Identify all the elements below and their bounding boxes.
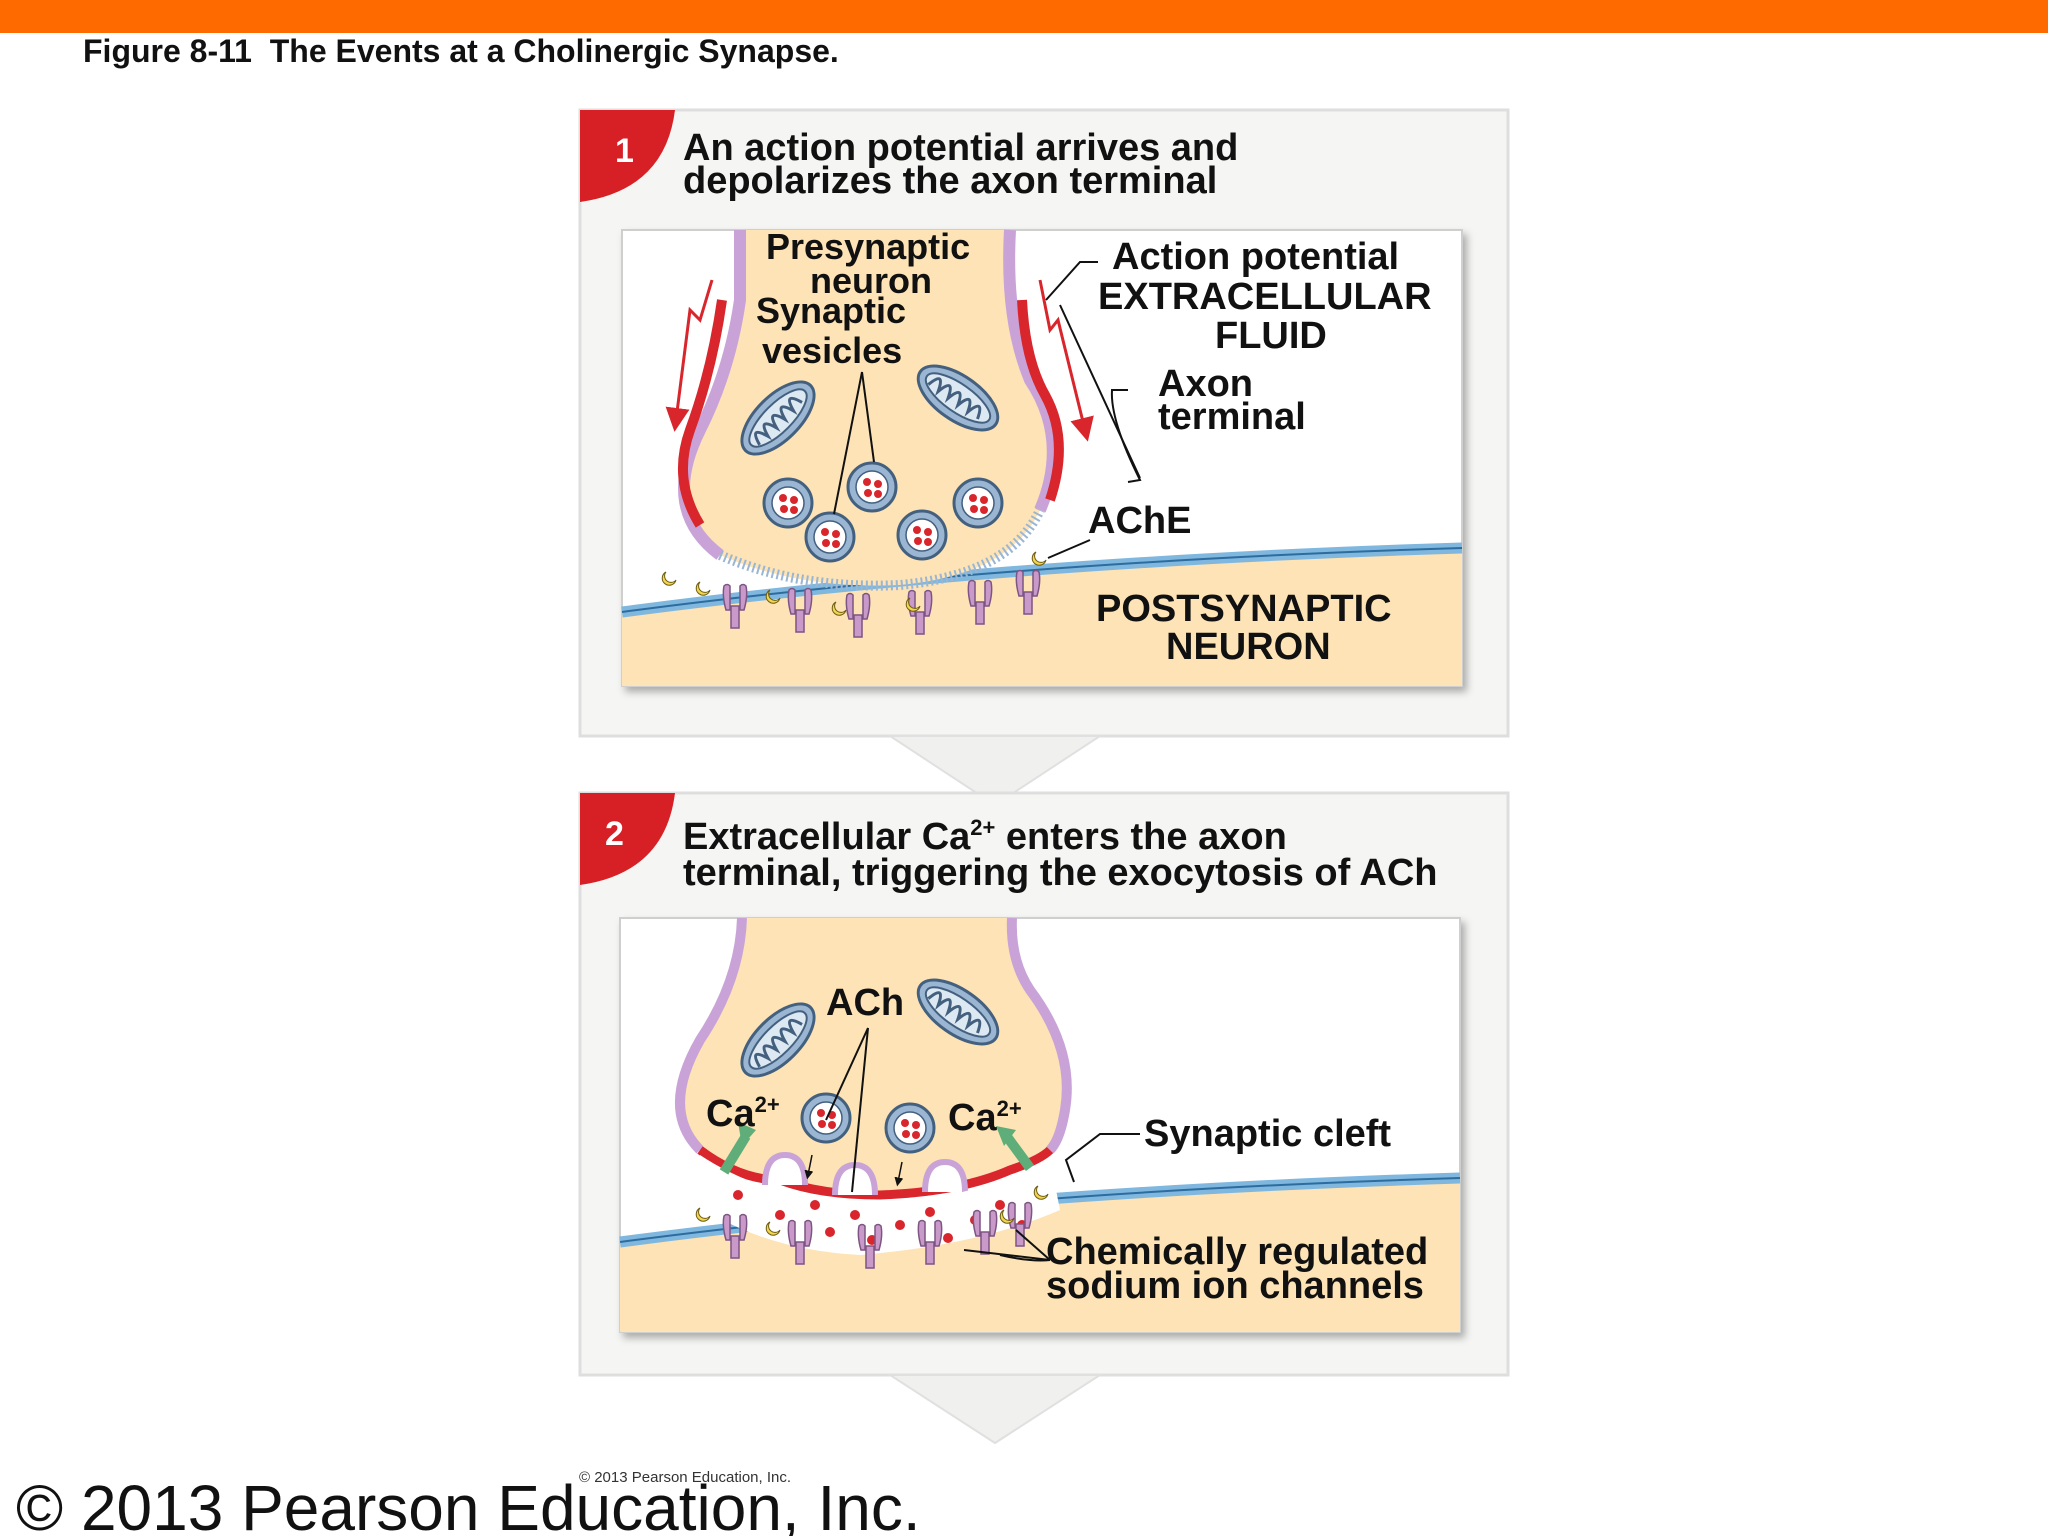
label-presynaptic-neuron-1: Presynaptic xyxy=(766,226,970,267)
label-action-potential: Action potential xyxy=(1112,236,1399,278)
step-2-caption-line2: terminal, triggering the exocytosis of A… xyxy=(683,852,1438,894)
label-presynaptic-neuron-2: neuron xyxy=(810,260,932,301)
step-2-badge xyxy=(580,793,675,885)
label-synaptic-vesicles-2: vesicles xyxy=(762,330,902,371)
label-ache: AChE xyxy=(1088,500,1191,542)
step-1-caption-line2: depolarizes the axon terminal xyxy=(683,160,1217,202)
figure-title: Figure 8-11 The Events at a Cholinergic … xyxy=(83,33,839,69)
step-1-caption-line1: An action potential arrives and xyxy=(683,127,1238,169)
label-ca-left: Ca2+ xyxy=(706,1092,780,1135)
label-extracellular-2: FLUID xyxy=(1215,315,1327,357)
label-synaptic-vesicles-1: Synaptic xyxy=(756,290,906,331)
step-1-number: 1 xyxy=(615,132,634,170)
step-1-panel: 1 An action potential arrives and depola… xyxy=(578,108,1510,738)
header-accent-bar xyxy=(0,0,2048,33)
label-channels-1: Chemically regulated xyxy=(1046,1231,1428,1273)
connector-arrow-2 xyxy=(886,1374,1104,1445)
label-extracellular-1: EXTRACELLULAR xyxy=(1098,276,1432,318)
step-2-number: 2 xyxy=(605,815,624,853)
label-ca-right: Ca2+ xyxy=(948,1096,1022,1139)
label-postsynaptic-1: POSTSYNAPTIC xyxy=(1096,588,1392,630)
label-postsynaptic-2: NEURON xyxy=(1166,626,1331,668)
label-axon-terminal-1: Axon xyxy=(1158,363,1253,405)
label-synaptic-cleft: Synaptic cleft xyxy=(1144,1113,1391,1155)
step-2-caption-line1: Extracellular Ca2+ enters the axon xyxy=(683,815,1287,858)
connector-arrow-1 xyxy=(886,735,1104,807)
step-2-panel: 2 Extracellular Ca2+ enters the axon ter… xyxy=(578,791,1510,1377)
small-copyright: © 2013 Pearson Education, Inc. xyxy=(579,1469,792,1486)
label-channels-2: sodium ion channels xyxy=(1046,1265,1424,1307)
step-1-badge xyxy=(580,110,675,202)
large-copyright: © 2013 Pearson Education, Inc. xyxy=(16,1472,921,1536)
label-axon-terminal-2: terminal xyxy=(1158,396,1306,438)
label-ach: ACh xyxy=(826,982,904,1024)
